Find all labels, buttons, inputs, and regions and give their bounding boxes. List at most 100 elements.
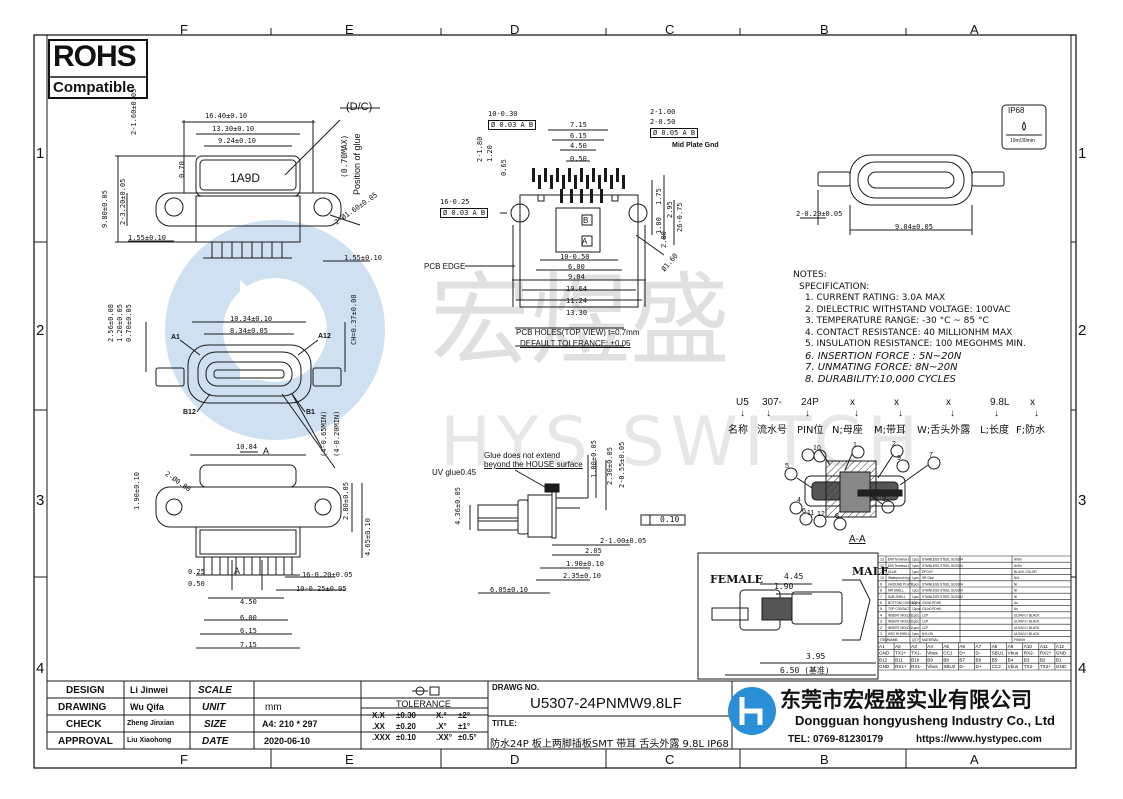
pcb-dim-10-0-30: 10-0.30 <box>488 110 518 118</box>
pin-cell: A4 <box>927 644 933 649</box>
bom-qty: 1pcs <box>912 620 919 624</box>
bom-qty: 1pcs <box>912 613 919 617</box>
pin-cell: D- <box>959 664 964 669</box>
rohs-box <box>48 39 148 99</box>
pin-cell: B1 <box>1056 657 1062 662</box>
bom-item: 13 <box>880 558 884 562</box>
bom-finish: Ni <box>1014 589 1017 593</box>
bom-qty: 1pcs <box>912 558 919 562</box>
bom-item: 9 <box>880 582 882 586</box>
pcb-dim-11-24: 11.24 <box>566 297 588 305</box>
pin-cell: B9 <box>927 657 933 662</box>
bom-item: 4 <box>880 613 882 617</box>
pin-b1: B1 <box>306 409 315 416</box>
company-tel: TEL: 0769-81230179 <box>788 734 884 745</box>
pin-cell: RX2- <box>1024 651 1035 656</box>
part-code-arrow: ↓ <box>766 408 771 419</box>
spec-notes: NOTES: SPECIFICATION: 1. CURRENT RATING:… <box>793 270 1026 385</box>
bom-name: EMI Terminal-1 <box>888 564 910 568</box>
tb-check-label: CHECK <box>66 719 102 730</box>
pcb-dim-13-30: 13.30 <box>566 309 588 317</box>
tol-cell: .X° <box>436 722 447 731</box>
bom-finish: UL94V-0 / BLACK <box>1014 626 1040 630</box>
tb-drawing-value: Wu Qifa <box>130 702 164 712</box>
bom-header: MATERIAL <box>922 638 939 642</box>
tb-design-label: DESIGN <box>66 685 105 696</box>
ip68-label: IP68 <box>1008 106 1025 115</box>
dim-8-34: 8.34±0.05 <box>230 327 268 335</box>
pin-a12: A12 <box>318 333 331 340</box>
column-label: D <box>510 752 520 767</box>
pcb-dim-9-04: 9.04 <box>568 273 585 281</box>
pcb-dim-2-1-00: 2-1.00 <box>650 108 676 116</box>
pcb-dim-10-64: 10.64 <box>566 285 588 293</box>
part-code-meaning: PIN位 <box>797 425 824 436</box>
front-view <box>145 321 346 469</box>
callout-number: 7 <box>929 452 933 459</box>
callout-number: 12 <box>817 511 825 518</box>
bom-finish: Au <box>1014 601 1018 605</box>
bom-header: NAME <box>888 638 899 642</box>
note-item: 3. TEMPERATURE RANGE: -30 °C ~ 85 °C <box>805 316 989 326</box>
part-code: x <box>1030 397 1035 408</box>
bom-name: MR SHELL <box>888 589 904 593</box>
bom-name: TOP CONTACT <box>888 607 911 611</box>
part-code: 9.8L <box>990 397 1010 408</box>
part-code: x <box>946 397 951 408</box>
part-code-arrow: ↓ <box>740 408 745 419</box>
pin-cell: Vbus <box>927 664 938 669</box>
pin-cell: A9 <box>1008 644 1014 649</box>
bom-name: INSERT MOLD 1 <box>888 626 913 630</box>
side-dim-4-36: 4.36±0.05 <box>454 487 462 525</box>
callout-number: 2 <box>892 441 896 448</box>
pin-cell: B4 <box>1008 657 1014 662</box>
pin-cell: RX1- <box>911 664 922 669</box>
tb-check-value: Zheng Jinxian <box>127 720 175 727</box>
bom-material: LCP <box>922 620 928 624</box>
tb-date-label: DATE <box>202 736 229 747</box>
bom-name: EMI Terminal-2 <box>888 558 910 562</box>
dim-16-0-20: 16-0.20±0.05 <box>302 571 353 579</box>
tol-cell: .XX° <box>436 733 453 742</box>
dim-6-15: 6.15 <box>240 627 257 635</box>
dim-2-1-60: 2-1.60±0.05 <box>130 88 138 135</box>
part-code-meaning: 名称 <box>728 425 748 436</box>
pin-cell: B11 <box>895 657 903 662</box>
bom-item: 10 <box>880 576 884 580</box>
dim-9-80: 9.80±0.05 <box>101 190 109 228</box>
pcb-default-tolerance: DEFAULT TOLERANCE: ±0.05 <box>520 339 631 348</box>
pin-cell: GND <box>1056 664 1067 669</box>
column-label: A <box>970 752 979 767</box>
part-code-meaning: F;防水 <box>1016 425 1046 436</box>
part-code: x <box>850 397 855 408</box>
bom-name: INSERT MOLD 2 <box>888 620 913 624</box>
pin-cell: TX2+ <box>1040 664 1051 669</box>
dim-ch: CH=0.37±0.08 <box>350 294 358 345</box>
side-view <box>469 455 686 594</box>
bom-finish: Au <box>1014 607 1018 611</box>
callout-number: 8 <box>835 513 839 520</box>
pin-cell: CC1 <box>943 651 953 656</box>
bom-name: INSERT MOLD 3 <box>888 613 913 617</box>
bom-finish: UL94V-0 / BLACK <box>1014 632 1040 636</box>
tb-title-label: TITLE: <box>492 719 517 728</box>
bom-finish: BLACK COLOR <box>1014 570 1037 574</box>
callout-number: 5 <box>785 463 789 470</box>
part-code: 307- <box>762 397 783 408</box>
tb-drawing-no-label: DRAWG NO. <box>492 683 540 692</box>
pcb-dim-0-50: 0.50 <box>570 155 587 163</box>
pin-cell: TX1+ <box>895 651 906 656</box>
rohs-title: ROHS <box>53 40 137 73</box>
bom-material: C5240 PDH5 <box>922 601 941 605</box>
tb-date-value: 2020-06-10 <box>264 736 311 746</box>
section-view <box>784 444 941 531</box>
note-item: 8. DURABILITY:10,000 CYCLES <box>805 373 956 385</box>
tb-unit-label: UNIT <box>202 702 226 713</box>
dim-4-50: 4.50 <box>240 598 257 606</box>
bom-qty: 1pcs <box>912 564 919 568</box>
part-code-arrow: ↓ <box>994 408 999 419</box>
callout-number: 1 <box>853 442 857 449</box>
tr-dim-2-0-20: 2-0.20±0.05 <box>796 210 843 218</box>
column-label: B <box>820 22 829 37</box>
